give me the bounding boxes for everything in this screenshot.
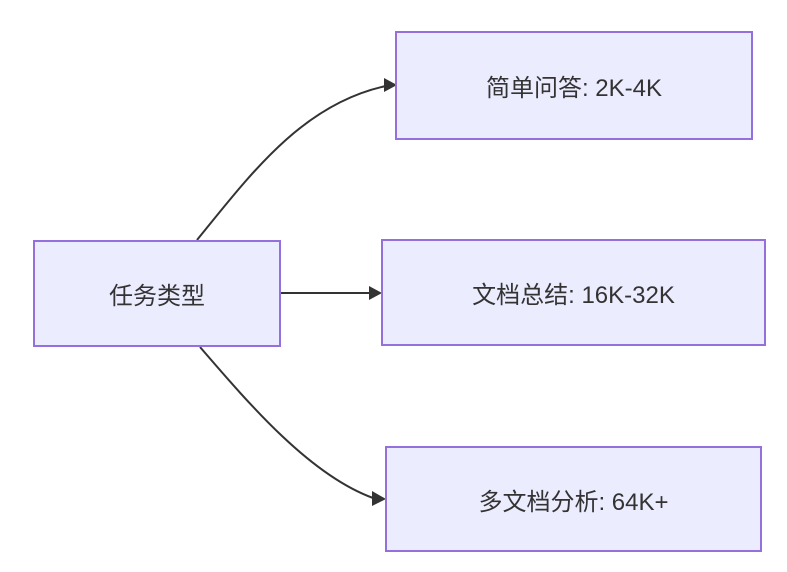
edge-curve	[196, 85, 387, 241]
node-multi-doc-analysis-label: 多文档分析: 64K+	[478, 488, 669, 516]
node-simple-qa: 简单问答: 2K-4K	[395, 31, 753, 140]
edge-task-type-to-doc-summary	[281, 286, 382, 300]
arrowhead-icon	[384, 78, 397, 92]
arrowhead-icon	[369, 286, 382, 300]
node-multi-doc-analysis: 多文档分析: 64K+	[385, 446, 762, 552]
node-doc-summary-label: 文档总结: 16K-32K	[472, 282, 675, 309]
node-simple-qa-label: 简单问答: 2K-4K	[485, 75, 663, 102]
node-task-type: 任务类型	[33, 240, 281, 347]
edge-curve	[199, 346, 374, 499]
edge-task-type-to-simple-qa	[196, 78, 397, 241]
arrowhead-icon	[372, 491, 386, 506]
edge-task-type-to-multi-doc	[199, 346, 386, 506]
node-task-type-label: 任务类型	[109, 283, 205, 310]
node-doc-summary: 文档总结: 16K-32K	[381, 239, 766, 346]
